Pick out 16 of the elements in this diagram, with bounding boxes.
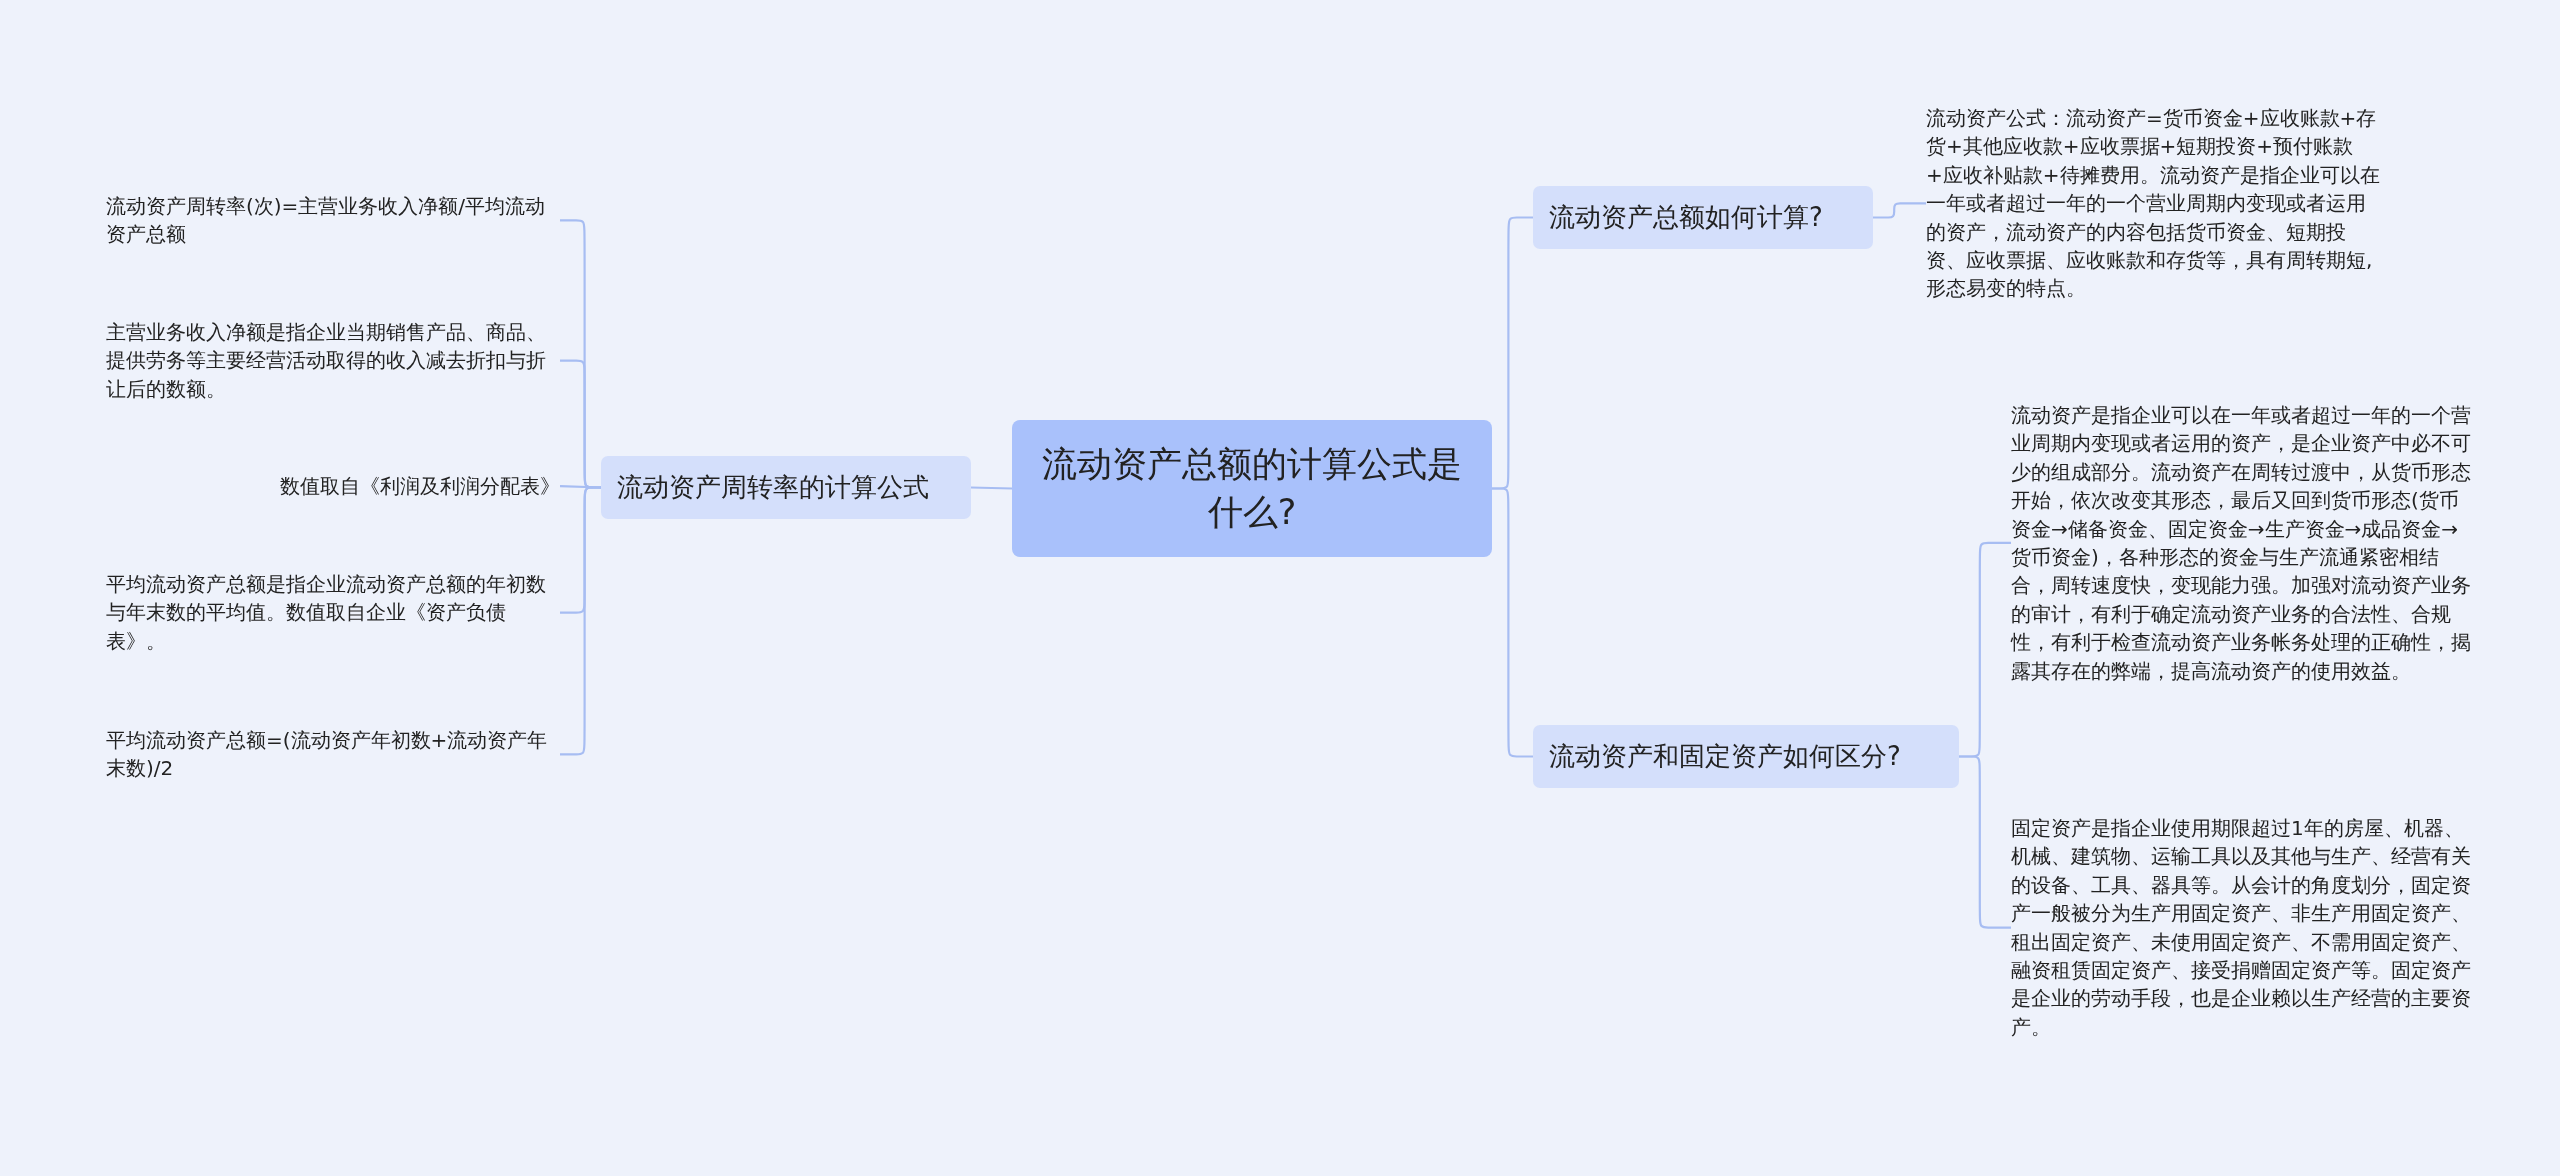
note-text: 主营业务收入净额是指企业当期销售产品、商品、提供劳务等主要经营活动取得的收入减去折扣与折让后的数额。 [106,318,560,404]
note-text: 固定资产是指企业使用期限超过1年的房屋、机器、机械、建筑物、运输工具以及其他与生产、经营有关的设备、工具、器具等。从会计的角度划分，固定资产一般被分为生产用固定资产、非生产用固定资产、租出固定资产、未使用固定资产、不需用固定资产、融资租赁固定资产、接受捐赠固定资产等。固定资产是企业的劳动手段，也是企业赖以生产经营的主要资产。 [2011,814,2471,1042]
topic-box: 流动资产周转率的计算公式 [601,456,971,519]
note-text: 流动资产公式：流动资产=货币资金+应收账款+存货+其他应收款+应收票据+短期投资+预付账款+应收补贴款+待摊费用。流动资产是指企业可以在一年或者超过一年的一个营业周期内变现或者运用的资产，流动资产的内容包括货币资金、短期投资、应收票据、应收账款和存货等，具有周转期短,形态易变的特点。 [1926,104,2382,303]
note-text: 数值取自《利润及利润分配表》 [106,472,560,501]
topic-box: 流动资产总额如何计算? [1533,186,1873,249]
note-text: 平均流动资产总额是指企业流动资产总额的年初数与年末数的平均值。数值取自企业《资产负债表》。 [106,570,560,656]
topic-box: 流动资产和固定资产如何区分? [1533,725,1959,788]
connector-line [560,486,602,756]
note-text: 平均流动资产总额=(流动资产年初数+流动资产年末数)/2 [106,726,560,783]
connector-line [1873,202,1926,219]
note-text: 流动资产周转率(次)=主营业务收入净额/平均流动资产总额 [106,192,560,249]
connector-line [970,486,1013,490]
central-topic-box: 流动资产总额的计算公式是什么? [1012,420,1492,557]
note-text: 流动资产是指企业可以在一年或者超过一年的一个营业周期内变现或者运用的资产，是企业资产中必不可少的组成部分。流动资产在周转过渡中，从货币形态开始，依次改变其形态，最后又回到货币形态(货币资金→储备资金、固定资金→生产资金→成品资金→货币资金)，各种形态的资金与生产流通紧密相结合，周转速度快，变现能力强。加强对流动资产业务的审计，有利于确定流动资产业务的合法性、合规性，有利于检查流动资产业务帐务处理的正确性，揭露其存在的弊端，提高流动资产的使用效益。 [2011,401,2471,685]
connector-line [1491,487,1533,758]
